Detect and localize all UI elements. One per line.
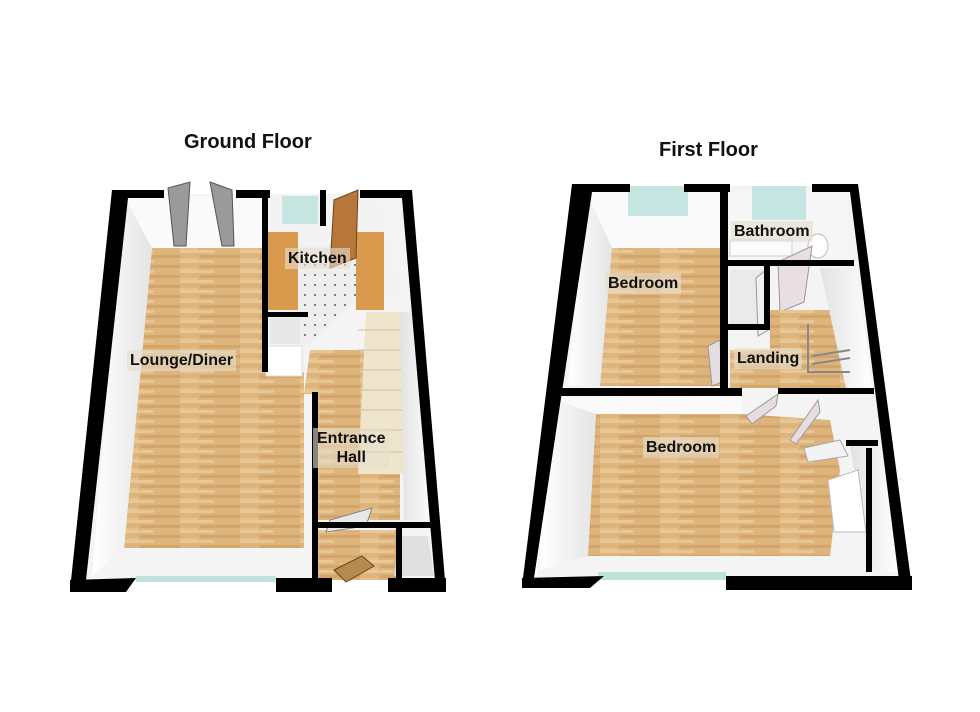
ground-floor-plan (70, 181, 446, 592)
ground-floor-title: Ground Floor (184, 131, 312, 153)
kitchen-label: Kitchen (285, 248, 350, 269)
entrance-hall-label-line2: Hall (336, 449, 366, 466)
wardrobe (827, 446, 900, 572)
front-bedroom-label: Bedroom (643, 437, 720, 458)
walls (70, 190, 446, 592)
entrance-hall-label-line1: Entrance (317, 430, 386, 447)
entrance-hall-room (304, 312, 434, 583)
rear-bedroom-room (568, 186, 723, 387)
banister (807, 324, 851, 373)
bathroom-label: Bathroom (731, 221, 813, 242)
rear-bedroom-label: Bedroom (605, 273, 682, 294)
first-floor-plan (522, 184, 912, 590)
lounge-diner-room (92, 181, 304, 576)
walls (522, 184, 912, 590)
landing-label: Landing (734, 348, 803, 369)
first-floor-title: First Floor (659, 139, 758, 161)
lounge-diner-label: Lounge/Diner (127, 350, 237, 371)
entrance-hall-label: Entrance Hall (313, 428, 390, 468)
window (136, 576, 276, 582)
